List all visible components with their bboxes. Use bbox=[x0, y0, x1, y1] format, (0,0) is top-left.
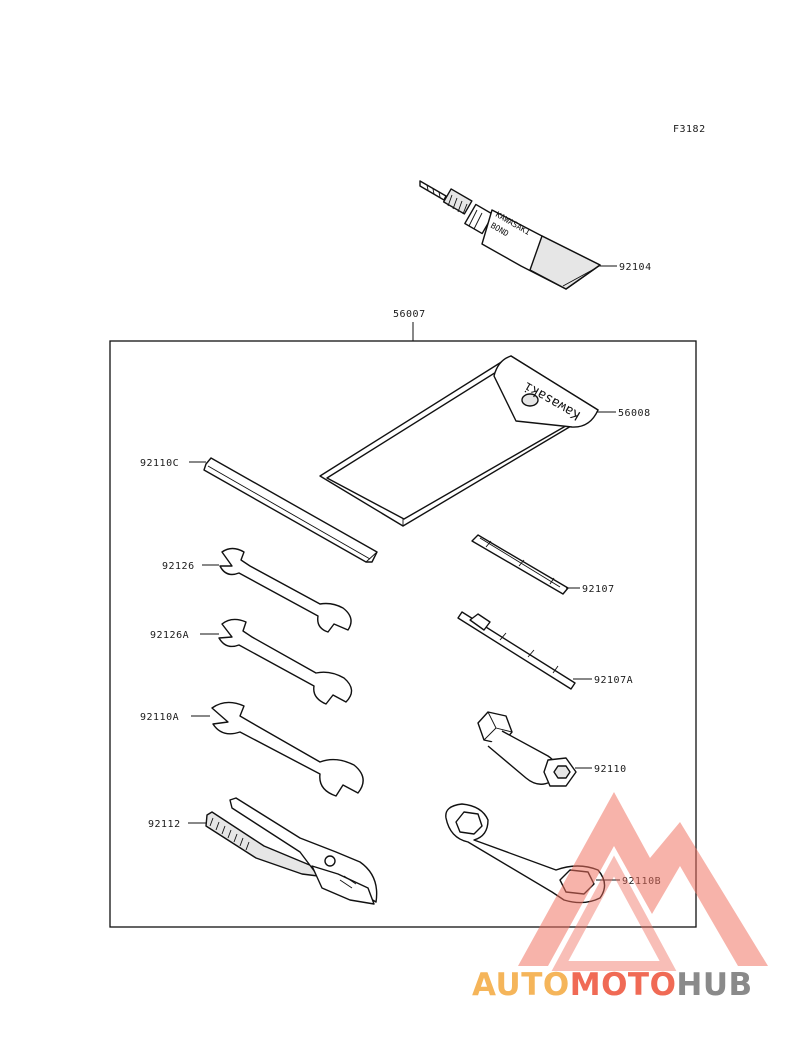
watermark-part2: MOTO bbox=[570, 967, 677, 1003]
pliers-drawing bbox=[205, 797, 378, 905]
watermark-text: AUTOMOTOHUB bbox=[472, 967, 753, 1003]
label-92110: 92110 bbox=[594, 764, 627, 775]
watermark-part1: AUTO bbox=[472, 967, 570, 1003]
kit-frame bbox=[109, 340, 697, 928]
wrench-92126A-drawing bbox=[218, 618, 353, 705]
kit-label: 56007 bbox=[393, 309, 426, 320]
label-92107A: 92107A bbox=[594, 675, 633, 686]
label-92110A: 92110A bbox=[140, 712, 179, 723]
wrench-92126-drawing bbox=[219, 547, 352, 633]
figure-code: F3182 bbox=[673, 124, 706, 135]
bar-drawing bbox=[203, 457, 378, 563]
bond-tube-drawing: KAWASAKI BOND bbox=[419, 180, 601, 290]
box-wrench-drawing bbox=[477, 711, 577, 787]
label-92110C: 92110C bbox=[140, 458, 179, 469]
watermark-part3: HUB bbox=[676, 967, 752, 1003]
bit-92107-drawing bbox=[471, 534, 569, 595]
label-92104: 92104 bbox=[619, 262, 652, 273]
bit-92107A-drawing bbox=[457, 611, 576, 690]
watermark-triangle-icon bbox=[518, 792, 768, 966]
label-92107: 92107 bbox=[582, 584, 615, 595]
watermark-logo bbox=[518, 792, 768, 971]
label-92126A: 92126A bbox=[150, 630, 189, 641]
label-56008: 56008 bbox=[618, 408, 651, 419]
label-92112: 92112 bbox=[148, 819, 181, 830]
label-92126: 92126 bbox=[162, 561, 195, 572]
wrench-92110A-drawing bbox=[211, 701, 364, 797]
tool-bag-drawing: Kawasaki bbox=[319, 355, 599, 527]
